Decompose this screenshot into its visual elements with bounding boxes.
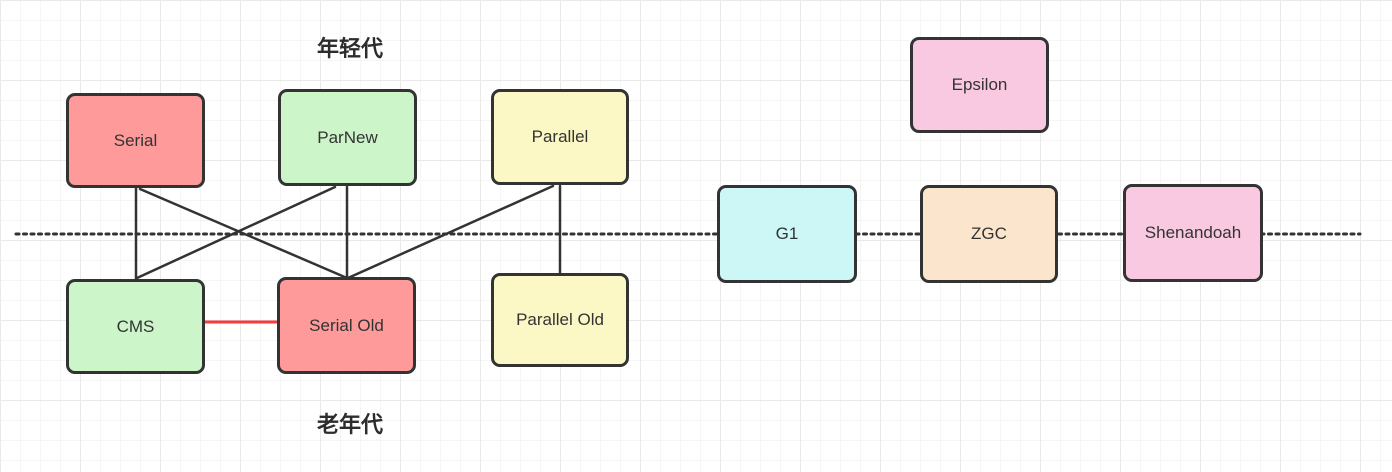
node-zgc-label: ZGC (971, 224, 1007, 243)
node-g1[interactable]: G1 (717, 185, 857, 283)
node-serial[interactable]: Serial (66, 93, 205, 188)
node-epsilon[interactable]: Epsilon (910, 37, 1049, 133)
node-cms[interactable]: CMS (66, 279, 205, 374)
edge-serial-serial-old[interactable] (138, 187, 349, 280)
node-serial-label: Serial (113, 130, 158, 150)
node-serial-old[interactable]: Serial Old (277, 277, 416, 374)
node-parallel[interactable]: Parallel (491, 89, 629, 185)
node-zgc[interactable]: ZGC (920, 185, 1058, 283)
node-parallel-label: Parallel (531, 127, 589, 146)
node-parnew[interactable]: ParNew (278, 89, 417, 186)
old-generation-label[interactable]: 老年代 (316, 412, 383, 437)
node-parnew-label: ParNew (317, 127, 378, 147)
node-parallel-old-label: Parallel Old (516, 310, 604, 329)
node-parallel-old[interactable]: Parallel Old (491, 273, 629, 367)
node-shenandoah[interactable]: Shenandoah (1123, 184, 1263, 282)
edge-parallel-serial-old[interactable] (346, 184, 555, 280)
node-epsilon-label: Epsilon (951, 75, 1008, 94)
young-generation-label[interactable]: 年轻代 (316, 36, 383, 61)
node-g1-label: G1 (775, 224, 799, 243)
edge-parnew-cms[interactable] (135, 185, 337, 280)
node-shenandoah-label: Shenandoah (1144, 223, 1242, 242)
node-cms-label: CMS (116, 316, 155, 336)
node-serial-old-label: Serial Old (309, 315, 384, 335)
